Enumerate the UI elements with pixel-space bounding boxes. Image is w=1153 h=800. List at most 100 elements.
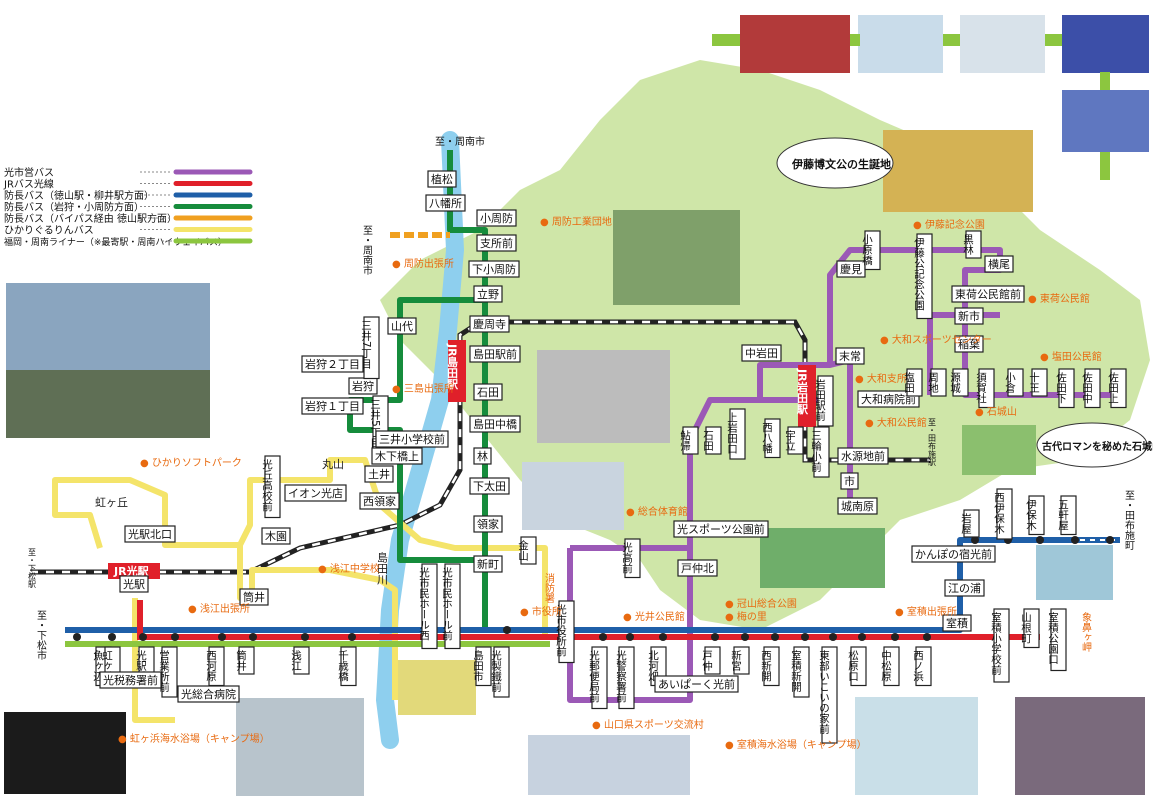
bus-stop-murozumisho[interactable]: 室積小学校前 xyxy=(990,608,1010,683)
bus-stop-shishomae[interactable]: 支所前 xyxy=(476,234,517,252)
bus-stop-ishida2[interactable]: 石田 xyxy=(702,426,722,455)
bus-stop-hallnishi[interactable]: 光市民ホール西 xyxy=(418,563,438,650)
bus-stop-hikariseitetsu[interactable]: 光製鐵前 xyxy=(490,646,510,698)
bus-stop-yamane[interactable]: 山根町 xyxy=(1020,608,1040,649)
bus-stop-kurobayashi[interactable]: 黒林 xyxy=(962,230,982,259)
bus-stop-hikarizeimusho[interactable]: 光税務署前 xyxy=(99,671,162,689)
bus-stop-shinmachi[interactable]: 新町 xyxy=(473,555,503,573)
bus-stop-hikaritakamae[interactable]: 光高前 xyxy=(621,538,641,579)
bus-stop-nishiiho[interactable]: 西伊保木 xyxy=(993,488,1013,540)
bus-stop-hayashi[interactable]: 林 xyxy=(473,447,492,465)
bus-stop-shingu[interactable]: 新宮 xyxy=(730,646,750,675)
bus-stop-nakamatsubara[interactable]: 中松原 xyxy=(880,646,900,687)
bus-stop-mitsuwako[interactable]: 三輪小前 xyxy=(810,426,830,478)
bus-stop-enoura[interactable]: 江の浦 xyxy=(944,579,985,597)
bus-stop-ryoke[interactable]: 領家 xyxy=(473,515,503,533)
bus-stop-matsubara[interactable]: 松原口 xyxy=(847,646,867,687)
bus-stop-iwaya[interactable]: 岩屋 xyxy=(960,509,980,538)
bus-stop-hikarisogo[interactable]: 光総合病院 xyxy=(177,685,240,703)
bus-stop-genjo[interactable]: 源城 xyxy=(949,368,969,397)
bus-stop-toyonaka[interactable]: 戸仲北 xyxy=(677,559,718,577)
bus-stop-ishida[interactable]: 石田 xyxy=(473,383,503,401)
bus-stop-label: 戸仲北 xyxy=(681,561,714,575)
bus-stop-shuka[interactable]: 周地 xyxy=(927,368,947,397)
bus-stop-keishuji[interactable]: 慶周寺 xyxy=(469,315,510,333)
bus-stop-tateno[interactable]: 立野 xyxy=(473,285,503,303)
bus-stop-mitsuisho[interactable]: 三井小学校前 xyxy=(375,430,449,448)
bus-stop-hallmae[interactable]: 光市民ホール前 xyxy=(441,563,461,650)
bus-stop-asae[interactable]: 浅江 xyxy=(290,646,310,675)
bus-stop-shimadaichi[interactable]: 島田市 xyxy=(472,646,492,687)
bus-stop-tokaikominkan[interactable]: 東荷公民館前 xyxy=(951,285,1025,303)
bus-stop-yokoo[interactable]: 横尾 xyxy=(984,255,1014,273)
bus-stop-yamatobyoin[interactable]: 大和病院前 xyxy=(857,390,920,408)
bus-stop-hachimanjo[interactable]: 八幡所 xyxy=(425,194,466,212)
bus-stop-hikarieki[interactable]: 光駅 xyxy=(119,575,149,593)
bus-stop-murozumi_shinkai[interactable]: 室積新開 xyxy=(790,646,810,698)
bus-stop-iwakari[interactable]: 岩狩 xyxy=(348,377,378,395)
bus-stop-doi[interactable]: 土井 xyxy=(364,465,394,483)
bus-stop-tokiwamatsu[interactable]: 植松 xyxy=(427,170,457,188)
bus-stop-sadakami[interactable]: 佐田上 xyxy=(1107,368,1127,409)
bus-stop-niiichi[interactable]: 新市 xyxy=(954,307,984,325)
bus-stop-shimoota[interactable]: 下太田 xyxy=(469,477,510,495)
bus-stop-murozumi[interactable]: 室積 xyxy=(942,614,972,632)
bus-stop-kinoshitabashi[interactable]: 木下橋上 xyxy=(371,447,423,465)
bus-stop-keisatsusho[interactable]: 光警察署前 xyxy=(615,646,635,710)
bus-stop-label: 周地 xyxy=(927,372,939,393)
bus-stop-aipaku[interactable]: あいぱーく光前 xyxy=(654,675,739,693)
bus-stop-tsukada[interactable]: 塩田 xyxy=(903,368,923,397)
bus-stop-kosuo[interactable]: 小周防 xyxy=(476,209,517,227)
bus-stop-label: 岩田駅前 xyxy=(814,378,826,422)
bus-stop-itokinen[interactable]: 伊藤公記念公園 xyxy=(913,233,933,320)
bus-stop-sportspark[interactable]: 光スポーツ公園前 xyxy=(673,520,769,538)
bus-stop-iwakari2[interactable]: 岩狩２丁目 xyxy=(301,355,364,373)
bus-stop-shironanbara[interactable]: 城南原 xyxy=(837,497,878,515)
bus-stop-nishishinkai[interactable]: 西新開 xyxy=(760,646,780,687)
bus-stop-gokenya[interactable]: 五軒屋 xyxy=(1057,495,1077,536)
bus-stop-sugaya[interactable]: 須賀社 xyxy=(975,368,995,409)
bus-stop-ayu[interactable]: 鮎帰 xyxy=(679,426,699,455)
bus-stop-shiyakusho[interactable]: 光市役所前 xyxy=(555,600,575,664)
bus-stop-kizono[interactable]: 木園 xyxy=(261,527,291,545)
bus-stop-mitsui7[interactable]: 三井7丁目 xyxy=(360,316,380,380)
bus-stop-shimokosuo[interactable]: 下小周防 xyxy=(468,260,520,278)
bus-stop-yubinkyoku[interactable]: 光郵便局前 xyxy=(588,646,608,710)
landscape-photo-sports xyxy=(528,735,690,795)
bus-stop-nishihachiman[interactable]: 西八幡 xyxy=(761,418,781,459)
bus-stop-label: 立野 xyxy=(477,287,499,301)
bus-stop-inaba[interactable]: 稲葉 xyxy=(954,335,984,353)
bus-stop-toyonaka2[interactable]: 戸仲 xyxy=(701,646,721,675)
bus-stop-sadashimo[interactable]: 佐田下 xyxy=(1055,368,1075,409)
bus-stop-iwataekimae[interactable]: 岩田駅前 xyxy=(814,375,834,427)
bus-stop-kohara[interactable]: 小原橋 xyxy=(861,230,881,271)
bus-stop-senbaru[interactable]: 千歳橋 xyxy=(337,646,357,687)
bus-stop-kamiiwata[interactable]: 上岩田口 xyxy=(726,408,746,460)
bus-stop-iwakari1[interactable]: 岩狩１丁目 xyxy=(301,397,364,415)
bus-stop-kanpo[interactable]: かんぽの宿光前 xyxy=(911,545,996,563)
bus-stop-hikariekikita[interactable]: 光駅北口 xyxy=(124,525,176,543)
bus-stop-nakaiwata[interactable]: 中岩田 xyxy=(741,344,782,362)
bus-stop-nishinohama[interactable]: 西ノ浜 xyxy=(912,646,932,687)
bus-stop-ihoki[interactable]: 伊保木 xyxy=(1025,495,1045,536)
bus-stop-shimadaekimae[interactable]: 島田駅前 xyxy=(469,345,521,363)
bus-stop-ionhikari[interactable]: イオン光店 xyxy=(284,484,347,502)
bus-stop-sadanaka[interactable]: 佐田中 xyxy=(1081,368,1101,409)
bus-stop-tsutsui[interactable]: 筒井 xyxy=(235,646,255,675)
bus-stop-hikarioka[interactable]: 光丘高校前 xyxy=(261,455,281,519)
bus-stop-nishiryoke[interactable]: 西領家 xyxy=(359,492,400,510)
bus-stop-utachi[interactable]: 宇立 xyxy=(784,426,804,455)
bus-stop-jugo[interactable]: 十王 xyxy=(1028,368,1048,397)
legend-label: 防長バス（岩狩・小周防方面） xyxy=(4,201,144,214)
bus-stop-murozumikoen[interactable]: 室積公園口 xyxy=(1047,608,1067,672)
bus-stop-suetsune[interactable]: 末常 xyxy=(835,347,865,365)
bus-stop-tobu_ikoi[interactable]: 東部いこいの家前 xyxy=(818,646,838,744)
bus-stop-ogura[interactable]: 小倉 xyxy=(1004,368,1024,397)
bus-stop-mizugenchi[interactable]: 水源地前 xyxy=(837,447,889,465)
bus-stop-kinzan[interactable]: 金山 xyxy=(517,536,537,565)
bus-stop-ichi[interactable]: 市 xyxy=(840,472,859,490)
bus-stop-tsutsui2[interactable]: 筒井 xyxy=(239,588,269,606)
bus-stop-nishikawara[interactable]: 西河原 xyxy=(205,646,225,687)
bus-stop-yamashiro[interactable]: 山代 xyxy=(387,317,417,335)
bus-stop-shimadanakabashi[interactable]: 島田中橋 xyxy=(469,415,521,433)
